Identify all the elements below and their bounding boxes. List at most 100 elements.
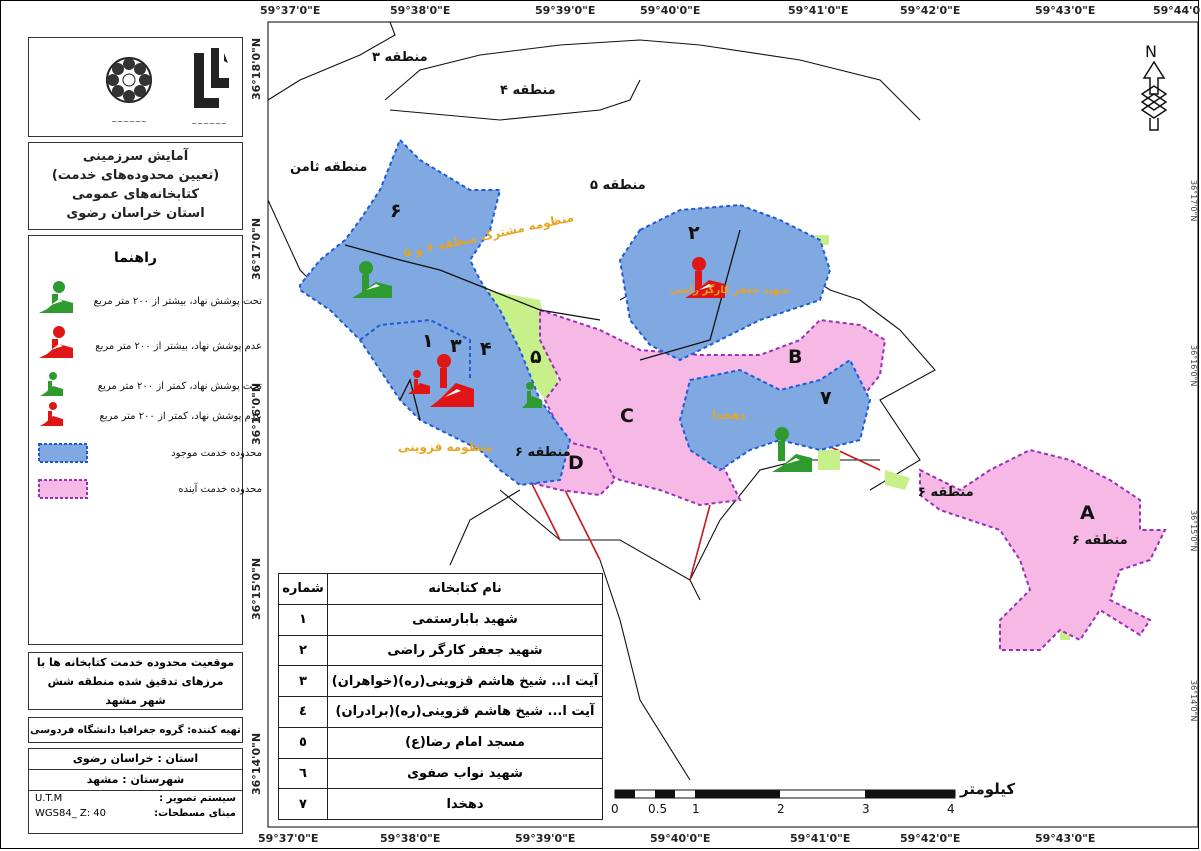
scale-unit-label: کیلومتر <box>960 780 1016 798</box>
area-d-label: D <box>568 452 584 474</box>
title-line-2: (تعیین محدوده‌های خدمت) <box>51 168 220 183</box>
university-logo-icon: ~~~~~~ <box>191 48 229 128</box>
zone-thamen-label: منطقه ثامن <box>290 160 368 175</box>
existing-area-ghazvini <box>299 138 572 487</box>
future-area-a <box>919 448 1167 651</box>
library-logo-icon <box>106 57 152 103</box>
marker-green-large-6 <box>352 261 392 298</box>
marker-green-small-5 <box>522 382 542 408</box>
reader-red-large-icon <box>39 326 73 358</box>
table-cell-num: ۱ <box>278 603 328 636</box>
table-cell-num: ۷ <box>278 788 328 820</box>
logos: ~~~~~~ ~~~~~~ <box>106 48 229 128</box>
existing-area-dehkhoda <box>678 358 872 472</box>
scale-tick-1: 1 <box>692 802 700 816</box>
svg-text:~~~~~~: ~~~~~~ <box>111 118 146 126</box>
library-num-4: ۴ <box>480 338 492 360</box>
coord-top-1: 59°37'0"E <box>260 4 321 17</box>
coord-bottom-6: 59°42'0"E <box>900 832 961 845</box>
legend-label-3: تحت پوشش نهاد، کمتر از ۲۰۰ متر مربع <box>97 380 262 392</box>
marker-green-large-7 <box>772 427 812 472</box>
library-num-6: ۶ <box>390 200 402 222</box>
zone-6-label-b: منطقه ۶ <box>918 485 974 500</box>
library-num-7: ۷ <box>820 387 832 409</box>
title-line-1: آمایش سرزمینی <box>82 149 189 164</box>
area-b-label: B <box>788 346 803 368</box>
library-num-5: ۵ <box>530 346 542 368</box>
zone-3-label: منطقه ۳ <box>372 50 428 65</box>
coord-bottom-7: 59°43'0"E <box>1035 832 1096 845</box>
library-num-1: ۱ <box>422 330 434 352</box>
marker-red-small-1 <box>408 370 430 394</box>
legend-label-6: محدوده خدمت آینده <box>178 483 262 495</box>
coord-top-5: 59°41'0"E <box>788 4 849 17</box>
coord-top-7: 59°43'0"E <box>1035 4 1096 17</box>
table-cell-num: ۲ <box>278 634 328 667</box>
legend-label-1: تحت پوشش نهاد، بیشتر از ۲۰۰ متر مربع <box>93 295 262 307</box>
table-cell-num: ٥ <box>278 726 328 759</box>
marker-red-large-2 <box>685 257 725 298</box>
ghazvini-system-label: منظومه قزوینی <box>398 440 493 454</box>
projection-label-1: سیستم تصویر : <box>159 793 236 804</box>
table-cell-name: آیت ا... شیخ هاشم قزوینی(ره)(خواهران) <box>327 665 603 697</box>
projection-value-1: U.T.M <box>35 793 63 804</box>
county-label: شهرستان : مشهد <box>29 770 242 791</box>
title-line-3: کتابخانه‌های عمومی <box>72 187 199 202</box>
svg-text:~~~~~~: ~~~~~~ <box>191 120 226 128</box>
zone-4-label: منطقه ۴ <box>500 83 556 98</box>
table-row: ٦ شهید نواب صفوی <box>278 757 603 790</box>
existing-service-areas <box>299 138 872 487</box>
area-c-label: C <box>620 405 634 427</box>
table-cell-num: ٤ <box>278 696 328 728</box>
table-row: ۳ آیت ا... شیخ هاشم قزوینی(ره)(خواهران) <box>278 665 603 697</box>
library-table: شماره نام کتابخانه ۱ شهید بابارستمی ۲ شه… <box>278 573 603 820</box>
jafar-area-label: شهید جعفر کارگر راضی <box>670 285 790 296</box>
scale-tick-3: 3 <box>862 802 870 816</box>
scale-tick-0: 0 <box>611 802 619 816</box>
north-letter: N <box>1145 42 1157 61</box>
table-header-num: شماره <box>278 573 328 605</box>
projection-row-2: WGS84_ Z: 40 مبنای مسطحات: <box>29 806 242 821</box>
location-note-panel: موقعیت محدوده خدمت کتابخانه ها با مرزهای… <box>28 652 243 710</box>
zone-5-label: منطقه ۵ <box>590 178 646 193</box>
map-border <box>267 21 1199 828</box>
coord-top-4: 59°40'0"E <box>640 4 701 17</box>
table-row: ۱ شهید بابارستمی <box>278 603 603 636</box>
zone-6-label-a: منطقه ۶ <box>515 445 571 460</box>
table-cell-name: شهید بابارستمی <box>327 603 603 636</box>
coord-top-8: 59°44'0 <box>1153 4 1201 17</box>
coord-top-2: 59°38'0"E <box>390 4 451 17</box>
logo-panel: ~~~~~~ ~~~~~~ <box>28 37 243 137</box>
dehkhoda-area-label: دهخدا <box>712 408 747 422</box>
legend-item-existing-area: محدوده خدمت موجود <box>37 438 262 468</box>
legend-label-4: عدم پوشش نهاد، کمتر از ۲۰۰ متر مربع <box>99 410 262 422</box>
library-num-2: ۲ <box>688 222 700 244</box>
coord-top-6: 59°42'0"E <box>900 4 961 17</box>
internal-dashed <box>359 318 471 380</box>
scale-bar <box>614 789 956 799</box>
legend-label-5: محدوده خدمت موجود <box>171 447 262 459</box>
table-cell-name: آیت ا... شیخ هاشم قزوینی(ره)(برادران) <box>327 696 603 728</box>
existing-area-jafar <box>618 203 832 362</box>
area-a-label: A <box>1080 502 1095 524</box>
scale-tick-2: 2 <box>777 802 785 816</box>
reader-green-small-icon <box>40 372 63 396</box>
scale-tick-05: 0.5 <box>648 802 668 816</box>
table-row: ۷ دهخدا <box>278 788 603 820</box>
reader-green-large-icon <box>39 281 73 313</box>
info-panel: استان : خراسان رضوی شهرستان : مشهد U.T.M… <box>28 748 243 834</box>
table-cell-name: شهید جعفر کارگر راضی <box>327 634 603 667</box>
table-header-row: شماره نام کتابخانه <box>278 573 603 605</box>
table-header-name: نام کتابخانه <box>327 573 603 605</box>
legend-item-future-area: محدوده خدمت آینده <box>37 474 262 504</box>
table-cell-num: ٦ <box>278 757 328 790</box>
future-service-areas <box>518 308 1167 651</box>
projection-row-1: U.T.M سیستم تصویر : <box>29 791 242 806</box>
table-cell-num: ۳ <box>278 665 328 697</box>
legend-item-covered-large: تحت پوشش نهاد، بیشتر از ۲۰۰ متر مربع <box>37 281 262 316</box>
title-line-4: استان خراسان رضوی <box>66 206 205 221</box>
table-row: ۲ شهید جعفر کارگر راضی <box>278 634 603 667</box>
coord-bottom-2: 59°38'0"E <box>380 832 441 845</box>
title-panel: آمایش سرزمینی (تعیین محدوده‌های خدمت) کت… <box>28 142 243 230</box>
